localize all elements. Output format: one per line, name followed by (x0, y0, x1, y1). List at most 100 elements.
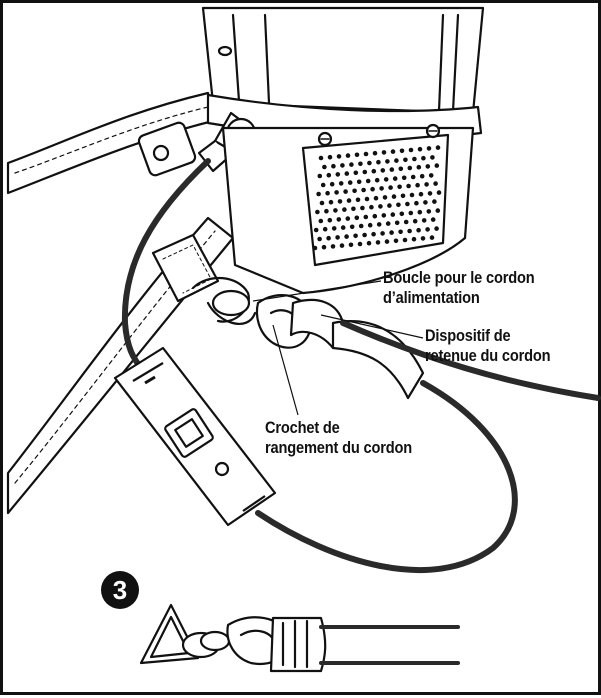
vent-hole (397, 184, 402, 190)
callout-cord-loop-line2: d’alimentation (383, 288, 480, 307)
vent-hole (417, 146, 423, 152)
vent-hole (417, 209, 423, 215)
vent-hole (326, 235, 331, 241)
vent-hole (353, 233, 358, 239)
power-cord-upper (121, 158, 211, 374)
vent-hole (396, 202, 401, 208)
vent-hole (408, 210, 414, 216)
vent-hole (318, 155, 324, 161)
vent-hole (418, 191, 424, 197)
vent-hole (337, 199, 343, 204)
vent-hole (372, 150, 378, 156)
vent-hole (419, 173, 425, 179)
vent-hole (425, 164, 431, 169)
vent-hole (317, 173, 323, 179)
vent-hole (412, 218, 418, 224)
vent-hole (334, 190, 339, 195)
vent-hole (322, 164, 327, 170)
leader-crochet (272, 324, 299, 416)
vent-hole (390, 149, 396, 154)
vent-hole (427, 191, 433, 196)
vent-hole (327, 217, 333, 223)
vent-hole (327, 154, 333, 160)
vent-hole (380, 231, 385, 236)
vent-hole (376, 159, 381, 165)
vent-hole (370, 186, 375, 192)
vent-hole (322, 226, 328, 232)
vent-hole (371, 168, 377, 174)
vent-hole (421, 155, 426, 161)
vent-hole (416, 227, 421, 233)
vent-hole (403, 157, 408, 163)
cord-loop (191, 276, 250, 323)
vent-hole (389, 230, 394, 235)
vent-hole (340, 225, 346, 230)
vent-hole (312, 245, 318, 251)
vent-hole (435, 145, 441, 150)
vent-hole (385, 221, 391, 226)
vent-hole (381, 150, 387, 155)
vent-hole (363, 151, 369, 157)
vent-hole (354, 215, 360, 221)
vent-hole (325, 190, 330, 196)
vent-hole (434, 163, 440, 168)
vent-hole (393, 238, 399, 244)
vent-hole (381, 213, 387, 218)
vent-hole (426, 209, 432, 214)
fabric-tab (151, 233, 220, 303)
detail-retainer (269, 616, 327, 673)
vent-hole (408, 147, 414, 153)
callout-cord-retainer-line2: retenue du cordon (425, 346, 551, 365)
vent-hole (410, 174, 416, 180)
vent-hole (407, 165, 413, 171)
vent-hole (403, 219, 409, 225)
vent-hole (374, 177, 380, 183)
vent-hole (331, 226, 337, 231)
vent-hole (344, 234, 349, 239)
vent-hole (399, 211, 405, 217)
vent-hole (375, 240, 381, 245)
vent-hole (389, 167, 395, 172)
vent-hole (434, 226, 439, 231)
vent-hole (328, 199, 334, 205)
vent-hole (349, 162, 354, 167)
vent-hole (356, 179, 362, 185)
vent-hole (392, 176, 398, 181)
vent-hole (330, 244, 336, 249)
vent-hole (335, 172, 341, 177)
vent-hole (436, 190, 442, 195)
vent-hole (343, 189, 348, 194)
vent-hole (379, 186, 384, 191)
vent-hole (433, 181, 438, 186)
vent-hole (394, 220, 400, 226)
vent-hole (429, 235, 435, 240)
vent-hole (316, 191, 321, 197)
vent-hole (423, 200, 428, 205)
vent-hole (326, 172, 332, 178)
vent-hole (405, 201, 410, 207)
vent-hole (335, 235, 340, 240)
vent-hole (345, 216, 351, 221)
vent-hole (411, 236, 417, 242)
vent-hole (371, 231, 376, 237)
vent-grille (312, 145, 442, 251)
vent-hole (378, 204, 383, 209)
vent-hole (319, 200, 325, 206)
vent-hole (369, 204, 374, 210)
vent-hole (338, 181, 344, 186)
callout-cord-loop-line1: Boucle pour le cordon (383, 268, 535, 287)
vent-hole (388, 185, 393, 190)
vent-hole (425, 227, 430, 232)
vent-hole (384, 239, 390, 244)
vent-hole (426, 146, 432, 151)
vent-hole (373, 195, 379, 201)
vent-hole (365, 178, 371, 184)
vent-hole (347, 180, 353, 185)
vent-hole (362, 169, 368, 175)
vent-hole (363, 214, 369, 220)
vent-hole (401, 175, 407, 181)
vent-hole (353, 170, 359, 176)
vent-hole (361, 187, 366, 193)
vent-hole (336, 154, 342, 159)
vent-hole (349, 224, 355, 230)
